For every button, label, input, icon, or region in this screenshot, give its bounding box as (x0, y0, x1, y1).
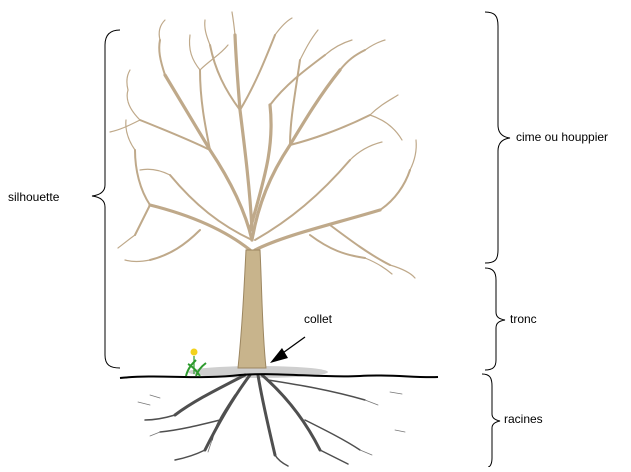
pointer-arrow-icon (270, 336, 306, 363)
dandelion-icon (185, 348, 207, 377)
label-crown: cime ou houppier (516, 130, 609, 144)
label-trunk: tronc (510, 312, 537, 326)
ground-line (119, 373, 439, 379)
label-roots: racines (504, 412, 543, 426)
label-collar: collet (304, 312, 333, 326)
roots-bracket (481, 373, 501, 468)
label-silhouette: silhouette (8, 190, 60, 204)
tree-roots (137, 373, 406, 467)
silhouette-bracket (91, 29, 121, 369)
tree-crown (109, 11, 417, 279)
trunk-bracket (484, 267, 506, 371)
crown-bracket (484, 11, 511, 264)
tree-trunk (237, 249, 267, 369)
